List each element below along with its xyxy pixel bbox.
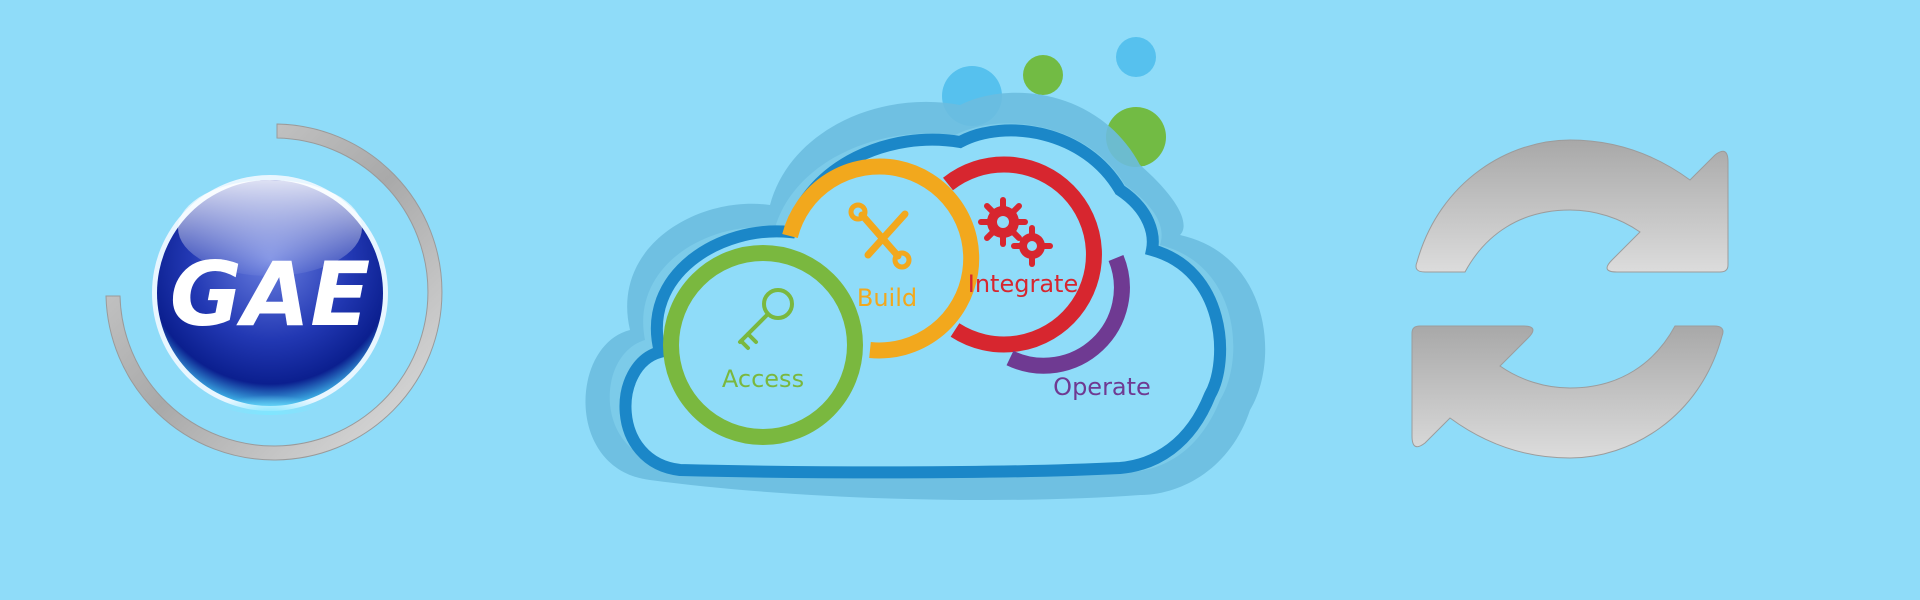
refresh-arrow-top [1415, 139, 1729, 273]
cloud-diagram: Access Build [585, 37, 1266, 500]
stage-access: Access [663, 245, 863, 445]
gears-icon [978, 197, 1053, 267]
cloud-outline [619, 124, 1227, 479]
refresh-arrow-bottom [1411, 325, 1724, 459]
operate-arc [1006, 254, 1130, 374]
integrate-label: Integrate [968, 270, 1078, 298]
gae-logo-text: GAE [170, 243, 370, 346]
gae-ring-arc [105, 123, 443, 461]
bubble [1023, 55, 1063, 95]
access-label: Access [722, 365, 804, 393]
stage-integrate: Integrate [943, 156, 1102, 353]
bubble [1116, 37, 1156, 77]
stage-build: Build [782, 158, 980, 359]
stage-operate: Operate [1006, 254, 1151, 401]
integrate-arc [943, 156, 1102, 353]
build-label: Build [857, 284, 917, 312]
refresh-icon [1411, 139, 1729, 459]
build-arc [782, 158, 980, 359]
operate-label: Operate [1053, 373, 1151, 401]
wrench-screwdriver-icon [848, 202, 912, 270]
access-ring [663, 245, 863, 445]
gae-logo: GAE [105, 123, 443, 461]
key-icon [738, 288, 794, 350]
